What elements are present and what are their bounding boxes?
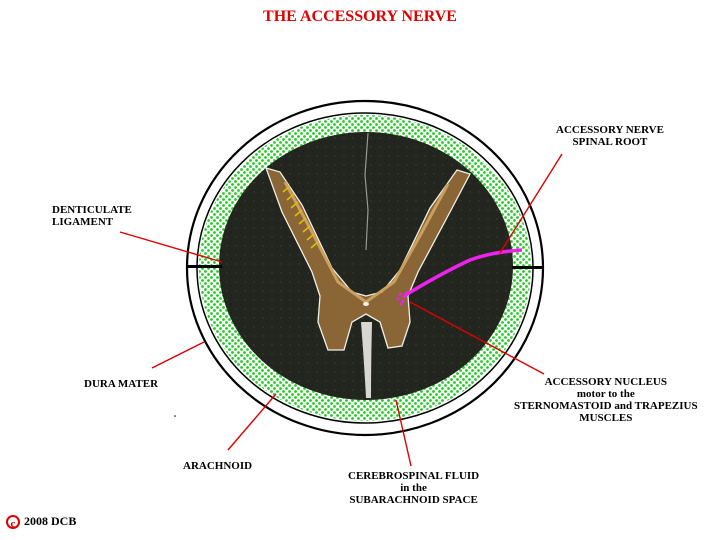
- label-line: ARACHNOID: [183, 460, 253, 472]
- denticulate-ligament-fibers: [282, 185, 319, 249]
- label-line: ACCESSORY NERVE: [556, 124, 664, 136]
- label-line: in the: [400, 482, 427, 494]
- label-line: DENTICULATE: [52, 204, 132, 216]
- label-line: MUSCLES: [579, 412, 633, 424]
- right-dura-bar: [512, 266, 544, 269]
- label-line: STERNOMASTOID and TRAPEZIUS: [514, 400, 698, 412]
- copyright-text: 2008 DCB: [24, 514, 77, 528]
- label-line: SPINAL ROOT: [572, 136, 648, 148]
- central-canal: [363, 302, 369, 306]
- copyright-notice: c 2008 DCB: [6, 514, 77, 530]
- label-dura-mater: DURA MATER: [84, 378, 158, 390]
- label-line: motor to the: [576, 388, 635, 400]
- accessory-nerve-root: [403, 248, 523, 298]
- label-accessory-nerve-spinal-root: ACCESSORY NERVE SPINAL ROOT: [556, 124, 664, 148]
- label-denticulate-ligament: DENTICULATE LIGAMENT: [52, 204, 132, 228]
- diagram-title: THE ACCESSORY NERVE: [263, 8, 457, 25]
- left-dura-bar: [186, 265, 222, 268]
- accessory-nucleus-cells: [396, 291, 409, 306]
- ventral-median-fissure: [361, 322, 372, 398]
- label-line: SUBARACHNOID SPACE: [349, 494, 478, 506]
- dorsal-septum: [364, 132, 369, 251]
- stray-mark: [174, 415, 176, 417]
- copyright-icon: c: [6, 514, 20, 530]
- label-cerebrospinal-fluid: CEREBROSPINAL FLUID in the SUBARACHNOID …: [348, 470, 479, 506]
- label-arachnoid: ARACHNOID: [183, 460, 252, 472]
- label-accessory-nucleus: ACCESSORY NUCLEUS motor to the STERNOMAS…: [514, 376, 698, 424]
- label-line: CEREBROSPINAL FLUID: [348, 470, 480, 482]
- label-line: DURA MATER: [84, 378, 159, 390]
- leader-lines: [119, 153, 563, 467]
- label-line: ACCESSORY NUCLEUS: [544, 376, 667, 388]
- label-line: LIGAMENT: [52, 216, 114, 228]
